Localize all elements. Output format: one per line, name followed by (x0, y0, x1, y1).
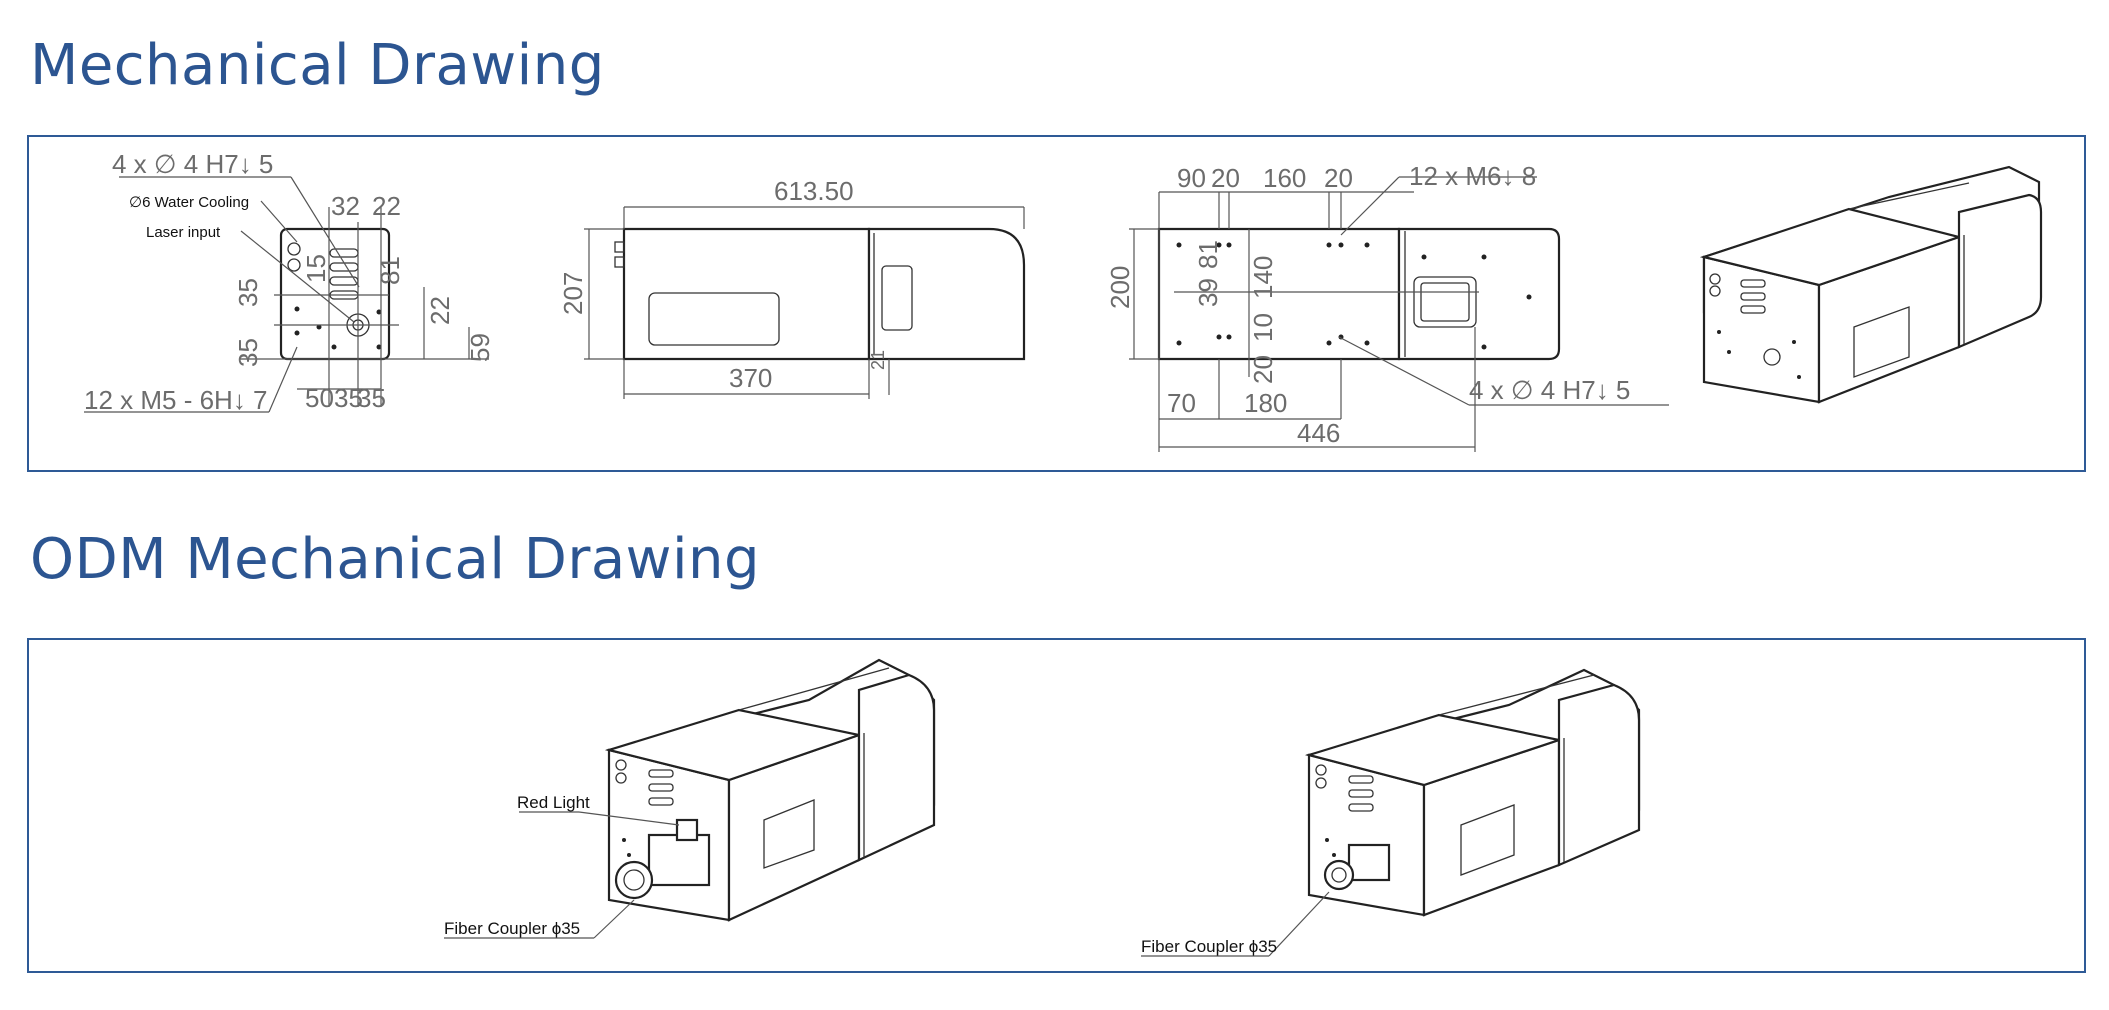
laser-input-label: Laser input (146, 224, 221, 241)
top-view-drawing: 90 20 160 20 12 x M6↓ 8 200 81 39 140 10… (1105, 161, 1669, 452)
small-dimension: 21 (868, 350, 888, 370)
dim-label: 22 (372, 191, 401, 221)
dim-label: 180 (1244, 388, 1287, 418)
water-cooling-label: ∅6 Water Cooling (129, 194, 249, 211)
fiber-coupler-label: Fiber Coupler ϕ35 (1141, 937, 1277, 956)
bottom-dimension: 370 (729, 363, 772, 393)
isometric-view-drawing (1700, 165, 2043, 404)
side-view-drawing: 613.50 207 370 21 (558, 176, 1026, 399)
end-view-drawing: 4 x ∅ 4 H7↓ 5 ∅6 Water Cooling Laser inp… (84, 149, 495, 415)
fiber-coupler-label: Fiber Coupler ϕ35 (444, 919, 580, 938)
dim-label: 20 (1211, 163, 1240, 193)
section-title-odm-mechanical-drawing: ODM Mechanical Drawing (30, 527, 761, 592)
dim-label: 35 (233, 278, 263, 307)
odm-drawing-svg: Red Light Fiber Coupler ϕ35 Fiber Couple… (444, 658, 1641, 957)
odm-isometric-red-light: Red Light Fiber Coupler ϕ35 (444, 658, 936, 939)
dim-label: 15 (301, 254, 331, 283)
dim-label: 81 (1193, 240, 1223, 269)
dim-label: 59 (465, 333, 495, 362)
dim-label: 20 (1324, 163, 1353, 193)
section-title-mechanical-drawing: Mechanical Drawing (30, 33, 605, 98)
hole-spec-label: 4 x ∅ 4 H7↓ 5 (112, 149, 273, 179)
height-dimension: 207 (558, 272, 588, 315)
dim-label: 20 (1248, 355, 1278, 384)
dim-label: 81 (375, 256, 405, 285)
thread-spec-label: 12 x M5 - 6H↓ 7 (84, 385, 268, 415)
dim-label: 90 (1177, 163, 1206, 193)
odm-isometric-fiber-coupler: Fiber Coupler ϕ35 (1141, 668, 1641, 957)
dim-label: 35 (233, 338, 263, 367)
length-dimension: 613.50 (774, 176, 854, 206)
dim-label: 35 (357, 383, 386, 413)
hole-spec-label: 4 x ∅ 4 H7↓ 5 (1469, 375, 1630, 405)
dim-label: 140 (1248, 256, 1278, 299)
total-length-dimension: 446 (1297, 418, 1340, 448)
dim-label: 50 (305, 383, 334, 413)
dim-label: 10 (1248, 313, 1278, 342)
height-dimension: 200 (1105, 266, 1135, 309)
dim-label: 35 (334, 383, 363, 413)
thread-spec-label: 12 x M6↓ 8 (1409, 161, 1536, 191)
dim-label: 32 (331, 191, 360, 221)
mechanical-drawing-svg: 4 x ∅ 4 H7↓ 5 ∅6 Water Cooling Laser inp… (84, 149, 2043, 452)
dim-label: 22 (425, 296, 455, 325)
mechanical-drawing-panel: 4 x ∅ 4 H7↓ 5 ∅6 Water Cooling Laser inp… (27, 135, 2086, 472)
dim-label: 160 (1263, 163, 1306, 193)
dim-label: 39 (1193, 278, 1223, 307)
odm-mechanical-drawing-panel: Red Light Fiber Coupler ϕ35 Fiber Couple… (27, 638, 2086, 973)
red-light-label: Red Light (517, 793, 590, 812)
dim-label: 70 (1167, 388, 1196, 418)
